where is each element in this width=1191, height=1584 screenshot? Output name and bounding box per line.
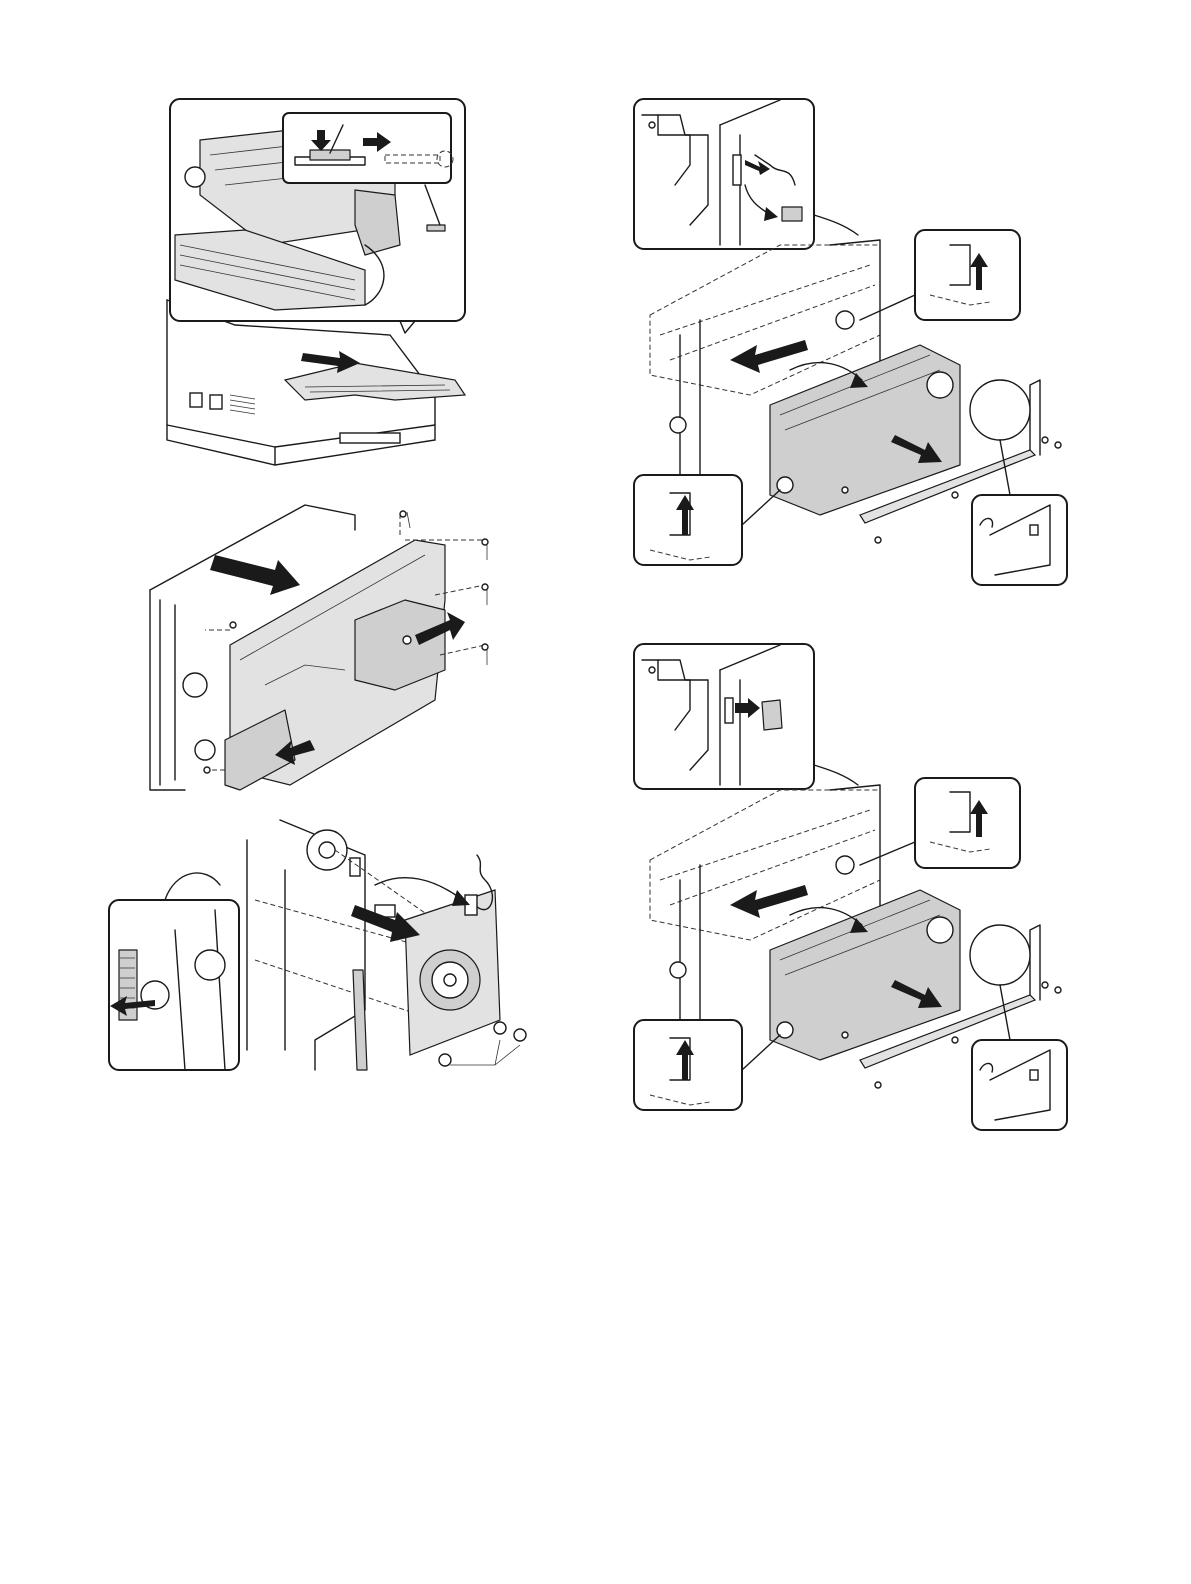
figure-transport-unit-removal-1 [630,95,1070,590]
figure-transport-unit-removal-2 [630,640,1070,1135]
figure-rear-cover-removal [145,500,495,800]
figure-fuser-tray-removal [155,95,470,480]
figure-drive-motor-removal [105,810,535,1080]
